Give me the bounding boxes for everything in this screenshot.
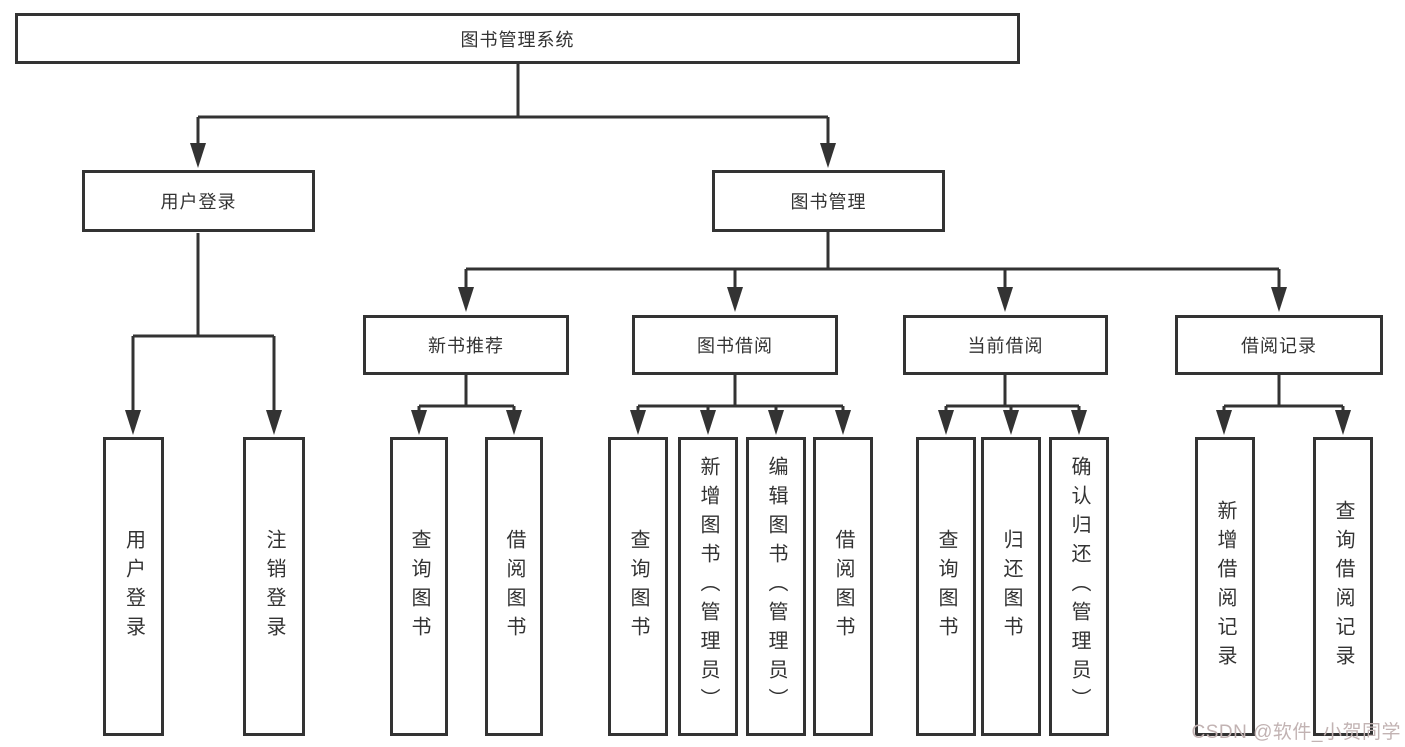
connector-current-to-leaves [944, 375, 1081, 414]
connector-userlogin-to-leaves [131, 233, 276, 414]
leaf-logout: 注销登录 [243, 437, 305, 736]
leaf-label: 查询图书 [408, 528, 430, 645]
connector-bookmgmt-to-level3 [464, 232, 1281, 292]
leaf-query-borrow-record: 查询借阅记录 [1313, 437, 1373, 736]
leaf-query-books-recommend: 查询图书 [390, 437, 448, 736]
leaf-confirm-return-admin: 确认归还（管理员） [1049, 437, 1109, 736]
connector-root-to-level2 [196, 63, 830, 148]
node-book-management: 图书管理 [712, 170, 945, 232]
leaf-borrow-books: 借阅图书 [813, 437, 873, 736]
leaf-label: 借阅图书 [832, 528, 854, 645]
leaf-borrow-books-recommend: 借阅图书 [485, 437, 543, 736]
watermark: CSDN @软件_小贺同学 [1191, 722, 1401, 743]
leaf-query-books-current: 查询图书 [916, 437, 976, 736]
leaf-return-books: 归还图书 [981, 437, 1041, 736]
connector-borrow-to-leaves [636, 375, 845, 414]
leaf-add-books-admin: 新增图书（管理员） [678, 437, 738, 736]
connector-recommend-to-leaves [417, 375, 516, 414]
leaf-label: 确认归还（管理员） [1068, 456, 1090, 717]
node-new-book-recommend: 新书推荐 [363, 315, 569, 375]
leaf-query-books-borrow: 查询图书 [608, 437, 668, 736]
leaf-label: 用户登录 [122, 528, 145, 645]
node-borrow-record: 借阅记录 [1175, 315, 1383, 375]
leaf-label: 借阅图书 [503, 528, 525, 645]
leaf-add-borrow-record: 新增借阅记录 [1195, 437, 1255, 736]
connector-lines [131, 63, 1345, 414]
leaf-label: 查询借阅记录 [1332, 499, 1354, 674]
node-user-login: 用户登录 [82, 170, 315, 232]
leaf-label: 查询图书 [627, 528, 649, 645]
leaf-label: 新增借阅记录 [1214, 499, 1236, 674]
connector-record-to-leaves [1222, 375, 1345, 414]
leaf-label: 注销登录 [263, 528, 285, 645]
leaf-label: 编辑图书（管理员） [765, 456, 787, 717]
node-root: 图书管理系统 [15, 13, 1020, 64]
leaf-edit-books-admin: 编辑图书（管理员） [746, 437, 806, 736]
leaf-label: 查询图书 [935, 528, 957, 645]
leaf-user-login: 用户登录 [103, 437, 164, 736]
leaf-label: 归还图书 [1000, 528, 1022, 645]
leaf-label: 新增图书（管理员） [697, 456, 719, 717]
node-current-borrow: 当前借阅 [903, 315, 1108, 375]
node-book-borrow: 图书借阅 [632, 315, 838, 375]
